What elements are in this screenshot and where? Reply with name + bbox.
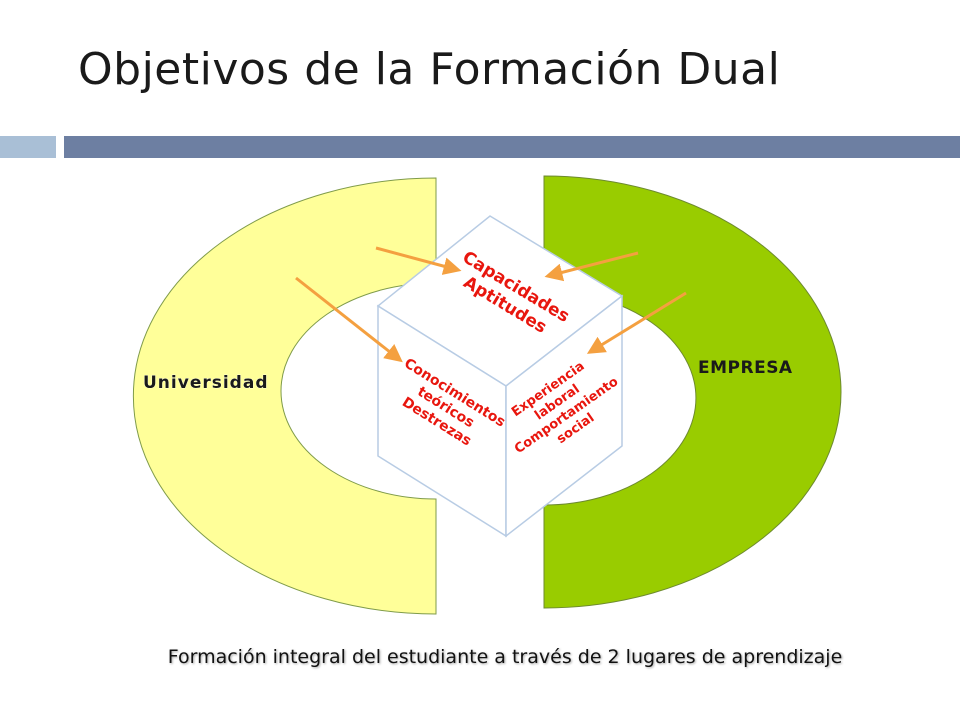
universidad-label: Universidad (143, 373, 268, 393)
universidad-half-ring (132, 177, 437, 615)
arrow-uni-to-left (295, 276, 403, 363)
cube-right-face (505, 294, 623, 538)
title-bar-left (0, 136, 56, 158)
cube (376, 215, 624, 538)
footer-caption: Formación integral del estudiante a trav… (167, 646, 843, 668)
arrow-uni-to-top (375, 246, 462, 275)
arrows (295, 246, 687, 363)
empresa-half-ring (543, 175, 842, 609)
arrow-emp-to-right (586, 291, 687, 354)
empresa-label: EMPRESA (698, 358, 793, 378)
arrow-emp-to-top (544, 251, 639, 282)
title-bar-right (64, 136, 960, 158)
slide-title: Objetivos de la Formación Dual (78, 44, 781, 95)
